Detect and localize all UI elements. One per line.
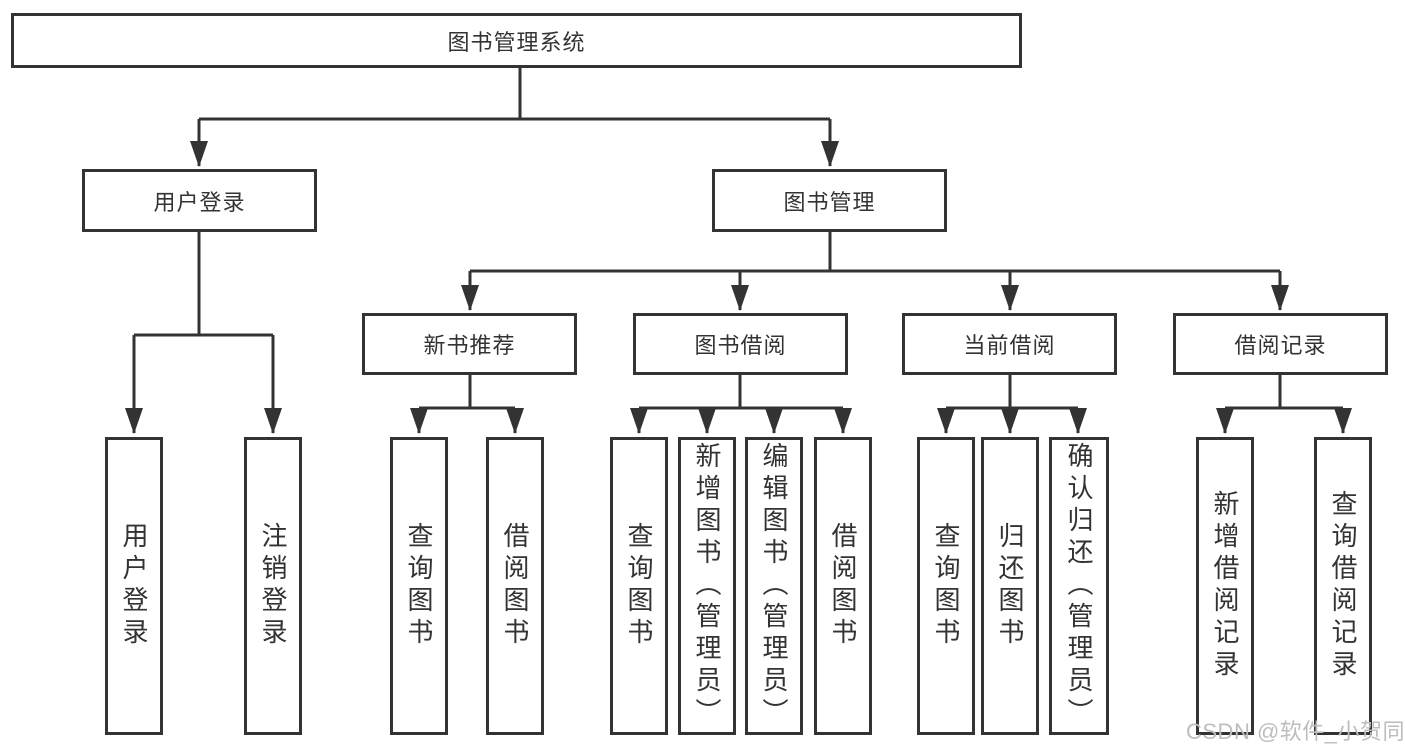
leaf-query-books-recommend-label: 查询图书 <box>404 522 434 650</box>
leaf-return-book: 归还图书 <box>981 437 1039 735</box>
leaf-logout-label: 注销登录 <box>258 522 288 650</box>
node-current-borrow: 当前借阅 <box>902 313 1117 375</box>
leaf-user-login-label: 用户登录 <box>119 522 149 650</box>
leaf-query-books-current: 查询图书 <box>917 437 975 735</box>
leaf-query-books-current-label: 查询图书 <box>931 522 961 650</box>
node-borrow-records: 借阅记录 <box>1173 313 1388 375</box>
leaf-return-book-label: 归还图书 <box>995 522 1025 650</box>
leaf-edit-book-admin-label: 编辑图书（管理员） <box>759 442 789 730</box>
leaf-query-books-borrow: 查询图书 <box>610 437 668 735</box>
node-book-management: 图书管理 <box>712 169 947 232</box>
leaf-edit-book-admin: 编辑图书（管理员） <box>745 437 803 735</box>
node-root: 图书管理系统 <box>11 13 1022 68</box>
leaf-add-borrow-record-label: 新增借阅记录 <box>1210 490 1240 682</box>
leaf-query-books-borrow-label: 查询图书 <box>624 522 654 650</box>
leaf-logout: 注销登录 <box>244 437 302 735</box>
leaf-add-book-admin: 新增图书（管理员） <box>678 437 736 735</box>
leaf-add-book-admin-label: 新增图书（管理员） <box>692 442 722 730</box>
leaf-confirm-return-admin-label: 确认归还（管理员） <box>1064 442 1094 730</box>
leaf-query-borrow-record: 查询借阅记录 <box>1314 437 1372 735</box>
leaf-confirm-return-admin: 确认归还（管理员） <box>1049 437 1109 735</box>
leaf-add-borrow-record: 新增借阅记录 <box>1196 437 1254 735</box>
leaf-user-login: 用户登录 <box>105 437 163 735</box>
node-book-borrow: 图书借阅 <box>633 313 848 375</box>
node-new-book-recommend: 新书推荐 <box>362 313 577 375</box>
csdn-watermark: CSDN @软件_小贺同学 <box>1186 719 1405 744</box>
node-user-login: 用户登录 <box>82 169 317 232</box>
leaf-borrow-books-recommend-label: 借阅图书 <box>500 522 530 650</box>
leaf-borrow-books-recommend: 借阅图书 <box>486 437 544 735</box>
leaf-query-books-recommend: 查询图书 <box>390 437 448 735</box>
leaf-borrow-books: 借阅图书 <box>814 437 872 735</box>
leaf-borrow-books-label: 借阅图书 <box>828 522 858 650</box>
leaf-query-borrow-record-label: 查询借阅记录 <box>1328 490 1358 682</box>
